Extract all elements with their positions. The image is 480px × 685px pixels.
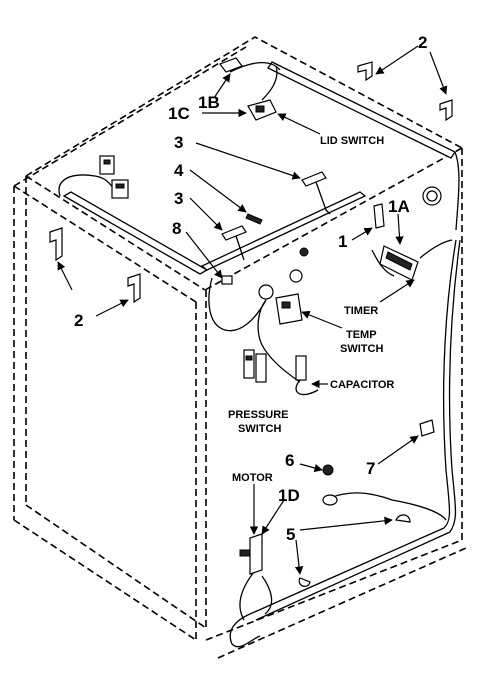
clip-5-lower <box>298 577 311 587</box>
terminal-block-top-left <box>99 155 129 199</box>
grommet-8 <box>221 275 233 285</box>
harness-clip-top-right-1 <box>357 61 373 82</box>
callout-1: 1 <box>338 232 347 251</box>
harness-clip-top-right-2 <box>439 99 453 122</box>
motor-label: MOTOR <box>232 472 273 484</box>
callout-1a: 1A <box>388 197 410 216</box>
harness-connector-center <box>258 247 309 300</box>
lid-switch-label: LID SWITCH <box>320 135 384 147</box>
tie-strap-middle <box>221 225 247 261</box>
harness-clip-top-left <box>219 57 243 73</box>
clip-7 <box>419 419 435 437</box>
callout-2-left: 2 <box>74 311 83 330</box>
callout-4: 4 <box>174 161 184 180</box>
pressure-switch-label-line1: PRESSURE <box>228 409 289 421</box>
leader-lines <box>57 45 448 575</box>
cabinet-outline <box>13 36 467 659</box>
tie-strap-upper <box>301 171 331 215</box>
screw-4 <box>245 213 263 225</box>
temp-switch-label-line2: SWITCH <box>340 343 383 355</box>
timer-label: TIMER <box>344 305 378 317</box>
wire-harness <box>58 61 461 648</box>
callout-5: 5 <box>286 525 295 544</box>
clip-5-upper <box>395 514 411 523</box>
pressure-switch-part <box>243 349 267 383</box>
capacitor-part <box>295 355 319 396</box>
motor-connector-part <box>239 533 263 575</box>
harness-clip-left-2 <box>127 273 141 304</box>
pressure-switch-label-line2: SWITCH <box>238 423 281 435</box>
callout-8: 8 <box>172 219 181 238</box>
lid-switch-part <box>247 99 277 121</box>
callout-7: 7 <box>366 459 375 478</box>
callouts: 2 1B 1C 3 4 3 8 1A 1 2 6 7 1D 5 <box>74 33 427 544</box>
temp-switch-part <box>275 293 303 325</box>
callout-1b: 1B <box>198 93 220 112</box>
callout-3-top: 3 <box>174 133 183 152</box>
callout-2-top: 2 <box>418 33 427 52</box>
grommet-6 <box>322 464 338 506</box>
callout-1d: 1D <box>278 486 300 505</box>
capacitor-label: CAPACITOR <box>330 379 394 391</box>
temp-switch-label-line1: TEMP <box>346 329 377 341</box>
harness-clip-left-1 <box>49 227 63 262</box>
callout-3-mid: 3 <box>174 189 183 208</box>
callout-6: 6 <box>285 451 294 470</box>
callout-1c: 1C <box>168 104 190 123</box>
labels: LID SWITCH TIMER TEMP SWITCH CAPACITOR P… <box>228 135 394 484</box>
